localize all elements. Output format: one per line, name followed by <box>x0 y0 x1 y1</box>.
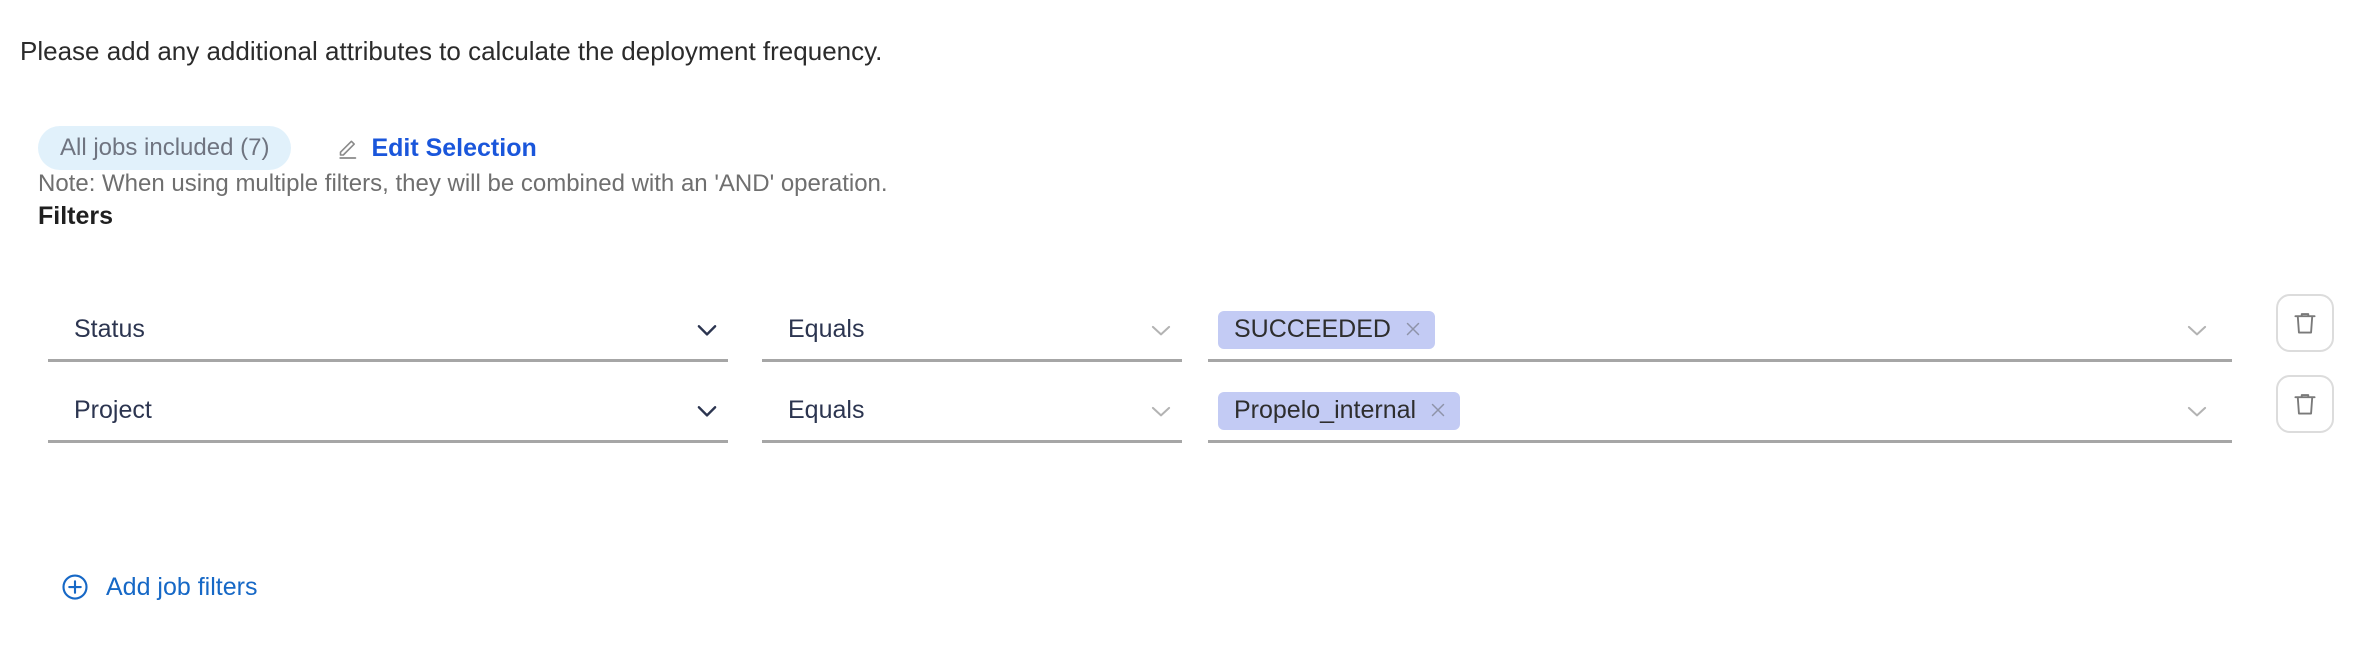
plus-circle-icon <box>60 572 90 602</box>
chevron-down-icon <box>1146 396 1176 426</box>
trash-icon <box>2291 390 2319 418</box>
filter-row: Project Equals Propelo_i <box>0 375 2376 462</box>
filter-attribute-select[interactable]: Project <box>48 381 728 443</box>
filters-heading: Filters <box>38 202 114 230</box>
add-job-filters-label: Add job filters <box>106 572 258 601</box>
filters-note: Note: When using multiple filters, they … <box>38 170 888 197</box>
delete-filter-button[interactable] <box>2276 294 2334 352</box>
pencil-icon <box>337 136 361 160</box>
chevron-down-icon <box>2182 396 2212 426</box>
chevron-down-icon <box>692 315 722 345</box>
filter-row: Status Equals SUCCEEDED <box>0 294 2376 381</box>
all-jobs-included-pill[interactable]: All jobs included (7) <box>38 126 292 170</box>
trash-icon <box>2291 309 2319 337</box>
filter-attribute-value: Project <box>74 396 152 424</box>
chevron-down-icon <box>692 396 722 426</box>
filter-value-chips: SUCCEEDED <box>1218 310 1435 349</box>
delete-filter-button[interactable] <box>2276 375 2334 433</box>
filter-value-select[interactable]: SUCCEEDED <box>1208 300 2232 362</box>
job-selection-row: All jobs included (7) Edit Selection <box>38 126 537 170</box>
filter-attribute-select[interactable]: Status <box>48 300 728 362</box>
close-icon[interactable] <box>1403 319 1423 339</box>
filter-value-chip[interactable]: SUCCEEDED <box>1218 310 1435 349</box>
filter-value-chip-label: SUCCEEDED <box>1234 314 1391 343</box>
chevron-down-icon <box>1146 315 1176 345</box>
edit-selection-label: Edit Selection <box>371 133 537 162</box>
filter-rows: Status Equals SUCCEEDED <box>0 294 2376 462</box>
add-job-filters-button[interactable]: Add job filters <box>60 572 257 602</box>
filter-operator-select[interactable]: Equals <box>762 300 1182 362</box>
chevron-down-icon <box>2182 315 2212 345</box>
filter-operator-select[interactable]: Equals <box>762 381 1182 443</box>
filter-operator-value: Equals <box>788 396 865 424</box>
filter-value-chip-label: Propelo_internal <box>1234 395 1417 424</box>
filter-operator-value: Equals <box>788 315 865 343</box>
close-icon[interactable] <box>1428 400 1448 420</box>
filter-value-chip[interactable]: Propelo_internal <box>1218 391 1461 430</box>
edit-selection-button[interactable]: Edit Selection <box>337 133 537 163</box>
filter-attribute-value: Status <box>74 315 145 343</box>
filter-value-chips: Propelo_internal <box>1218 391 1461 430</box>
filter-value-select[interactable]: Propelo_internal <box>1208 381 2232 443</box>
intro-text: Please add any additional attributes to … <box>20 36 883 66</box>
